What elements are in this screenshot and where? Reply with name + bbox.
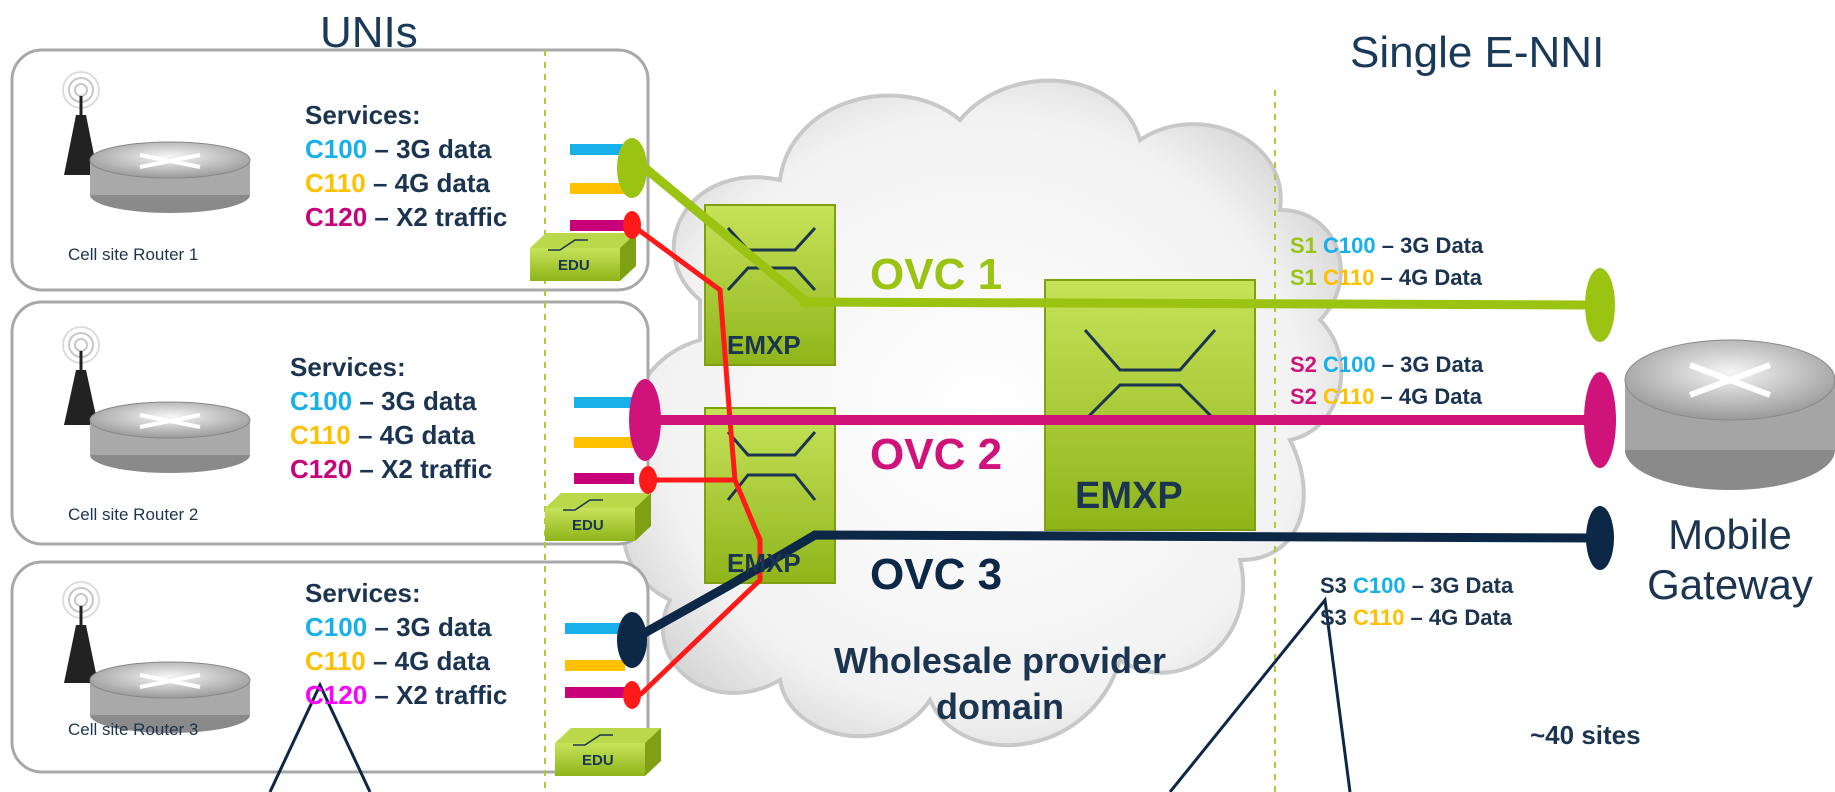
edu-label-1: EDU	[558, 257, 590, 274]
ovc-2-label: OVC 2	[870, 430, 1003, 479]
service-c100: C100 – 3G data	[305, 134, 492, 164]
service-c110: C110 – 4G data	[305, 646, 491, 676]
router-1-label: Cell site Router 1	[68, 245, 199, 264]
ovc-2-line	[629, 372, 1616, 468]
emxp-label-1: EMXP	[727, 330, 801, 360]
mobile-gateway-label: Mobile Gateway	[1647, 511, 1813, 608]
sites-count: ~40 sites	[1530, 720, 1641, 750]
edu-box-1	[530, 233, 636, 281]
cloud-label: Wholesale provider domain	[833, 640, 1167, 727]
ovc-1-line	[617, 138, 1615, 342]
uni-stubs-3	[565, 623, 625, 698]
service-c110: C110 – 4G data	[305, 168, 491, 198]
service-c120: C120 – X2 traffic	[305, 202, 508, 232]
services-title: Services:	[305, 100, 421, 130]
service-c120: C120 – X2 traffic	[290, 454, 493, 484]
service-c110: C110 – 4G data	[290, 420, 476, 450]
service-c100: C100 – 3G data	[290, 386, 477, 416]
edu-label-3: EDU	[582, 752, 614, 769]
unis-heading: UNIs	[320, 8, 418, 57]
mobile-gateway-router-icon	[1624, 339, 1835, 490]
emxp-box-3	[1044, 279, 1256, 531]
edu-box-3	[555, 728, 661, 776]
uni-stubs-2	[574, 397, 634, 484]
x2-endpoint-1	[623, 211, 641, 239]
router-3-services: Services: C100 – 3G data C110 – 4G data …	[305, 576, 507, 712]
emxp-label-3: EMXP	[1075, 475, 1183, 517]
cell-tower-icon-3	[62, 581, 100, 683]
enni-services-s2: S2 C100 – 3G Data S2 C110 – 4G Data	[1290, 352, 1484, 409]
enni-services-s3: S3 C100 – 3G Data S3 C110 – 4G Data	[1320, 573, 1514, 630]
uni-stubs-1	[570, 144, 630, 231]
enni-heading: Single E-NNI	[1350, 28, 1605, 77]
callout-lines	[268, 596, 1352, 792]
services-title: Services:	[290, 352, 406, 382]
enni-services-s1: S1 C100 – 3G Data S1 C110 – 4G Data	[1290, 233, 1484, 290]
router-1-services: Services: C100 – 3G data C110 – 4G data …	[305, 98, 507, 234]
service-c120: C120 – X2 traffic	[305, 680, 508, 710]
ovc-3-label: OVC 3	[870, 550, 1003, 599]
edu-label-2: EDU	[572, 517, 604, 534]
service-c100: C100 – 3G data	[305, 612, 492, 642]
ovc-3-line	[617, 506, 1614, 668]
router-3-label: Cell site Router 3	[68, 720, 199, 739]
emxp-box-2	[704, 407, 836, 584]
router-icon-1	[89, 141, 251, 213]
emxp-label-2: EMXP	[727, 548, 801, 578]
ovc-1-label: OVC 1	[870, 250, 1003, 299]
router-2-label: Cell site Router 2	[68, 505, 199, 524]
router-icon-3	[89, 661, 251, 733]
x2-endpoint-3	[623, 681, 641, 709]
router-2-services: Services: C100 – 3G data C110 – 4G data …	[290, 350, 492, 486]
cell-tower-icon-2	[62, 326, 100, 425]
edu-box-2	[545, 493, 651, 541]
x2-endpoint-2	[639, 466, 657, 494]
router-icon-2	[89, 401, 251, 473]
services-title: Services:	[305, 578, 421, 608]
